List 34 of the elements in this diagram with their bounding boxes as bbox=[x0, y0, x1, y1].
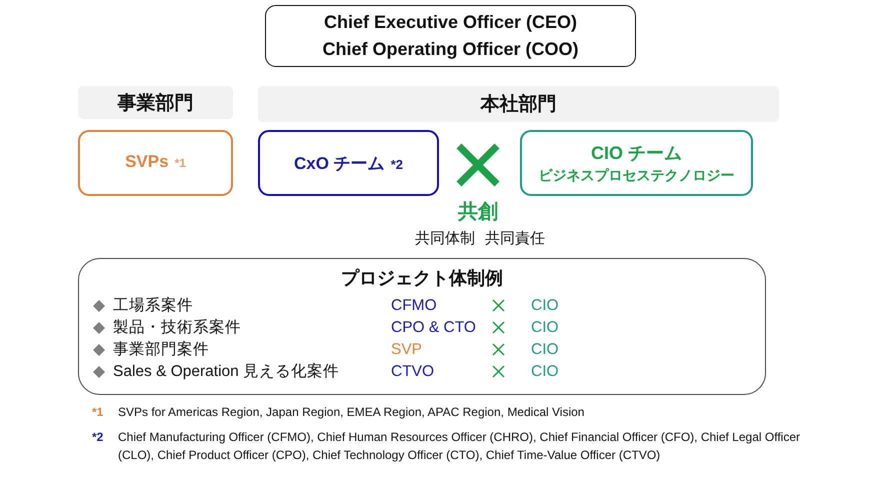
section-header: 本社部門 bbox=[258, 86, 779, 122]
panel-heading: プロジェクト体制例 bbox=[341, 267, 503, 290]
footnote-mark: *1 bbox=[92, 404, 104, 421]
caption-text: 共同体制 共同責任 bbox=[414, 229, 546, 249]
project-panel bbox=[78, 258, 766, 395]
project-type: 工場系案件 bbox=[113, 296, 193, 316]
emphasis-label: 共創 bbox=[458, 200, 498, 225]
team-name: SVPs bbox=[125, 152, 169, 172]
role-title: Chief Operating Officer (COO) bbox=[322, 38, 579, 61]
project-type: 事業部門案件 bbox=[113, 340, 209, 360]
footnote-mark: *1 bbox=[174, 156, 186, 170]
officer-role: CFMO bbox=[391, 296, 437, 316]
officer-role: CIO bbox=[531, 296, 559, 316]
team-box bbox=[520, 130, 753, 196]
section-header: 事業部門 bbox=[78, 86, 233, 119]
officer-role: CPO & CTO bbox=[391, 318, 476, 338]
team-subtitle: ビジネスプロセステクノロジー bbox=[538, 166, 734, 185]
team-box bbox=[78, 130, 233, 196]
footnote-mark: *2 bbox=[390, 157, 403, 172]
officer-role: CTVO bbox=[391, 362, 434, 382]
project-type: Sales & Operation 見える化案件 bbox=[113, 362, 340, 382]
project-type: 製品・技術系案件 bbox=[113, 318, 241, 338]
officer-role: CIO bbox=[531, 340, 559, 360]
role-title: Chief Executive Officer (CEO) bbox=[324, 11, 578, 34]
footnote-text: Chief Manufacturing Officer (CFMO), Chief Human Resources Officer (CHRO), Chief Financial Officer (CFO), Chief Legal Officer (CLO), Chief Product Officer (CPO), Chief Technology Officer (CTO), Chief Time-Value Officer (CTVO) bbox=[118, 429, 801, 464]
officer-role: CIO bbox=[531, 318, 559, 338]
officer-role: CIO bbox=[531, 362, 559, 382]
executive-box bbox=[265, 5, 636, 67]
footnote-mark: *2 bbox=[92, 429, 104, 446]
team-name: CxO チーム bbox=[294, 153, 385, 175]
footnote-text: SVPs for Americas Region, Japan Region, EMEA Region, APAC Region, Medical Vision bbox=[118, 404, 584, 421]
officer-role: SVP bbox=[391, 340, 422, 360]
team-name: CIO チーム bbox=[590, 142, 682, 165]
team-box bbox=[258, 130, 439, 196]
